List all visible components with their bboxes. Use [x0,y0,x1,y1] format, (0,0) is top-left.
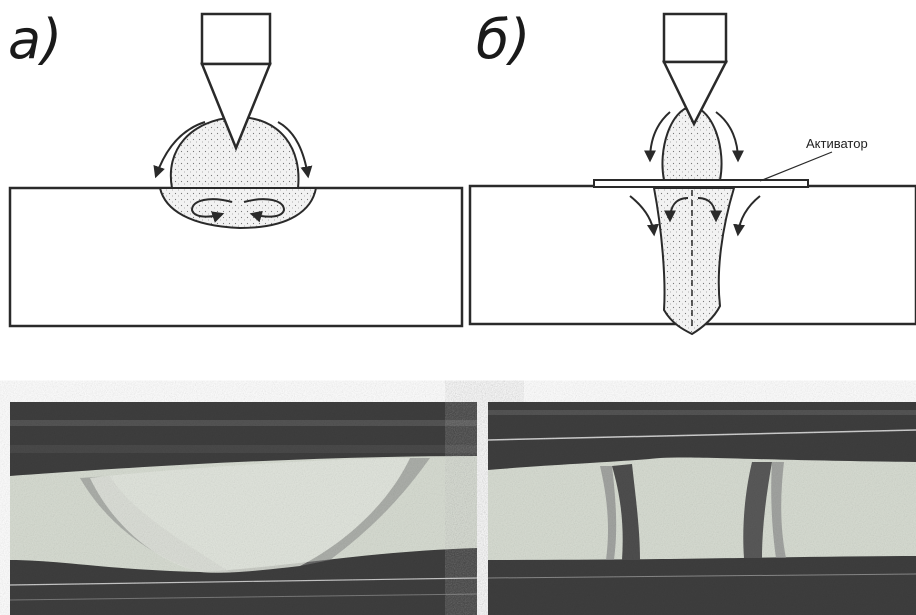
electrode-tip-b [664,62,726,124]
photo-weld-b [488,402,916,615]
diagram-a [10,14,462,326]
electrode-holder-a [202,14,270,64]
activator-leader-line [760,152,832,181]
photo-weld-a [10,402,477,615]
electrode-holder-b [664,14,726,62]
activator-layer [594,180,808,187]
diagram-b [470,14,916,334]
